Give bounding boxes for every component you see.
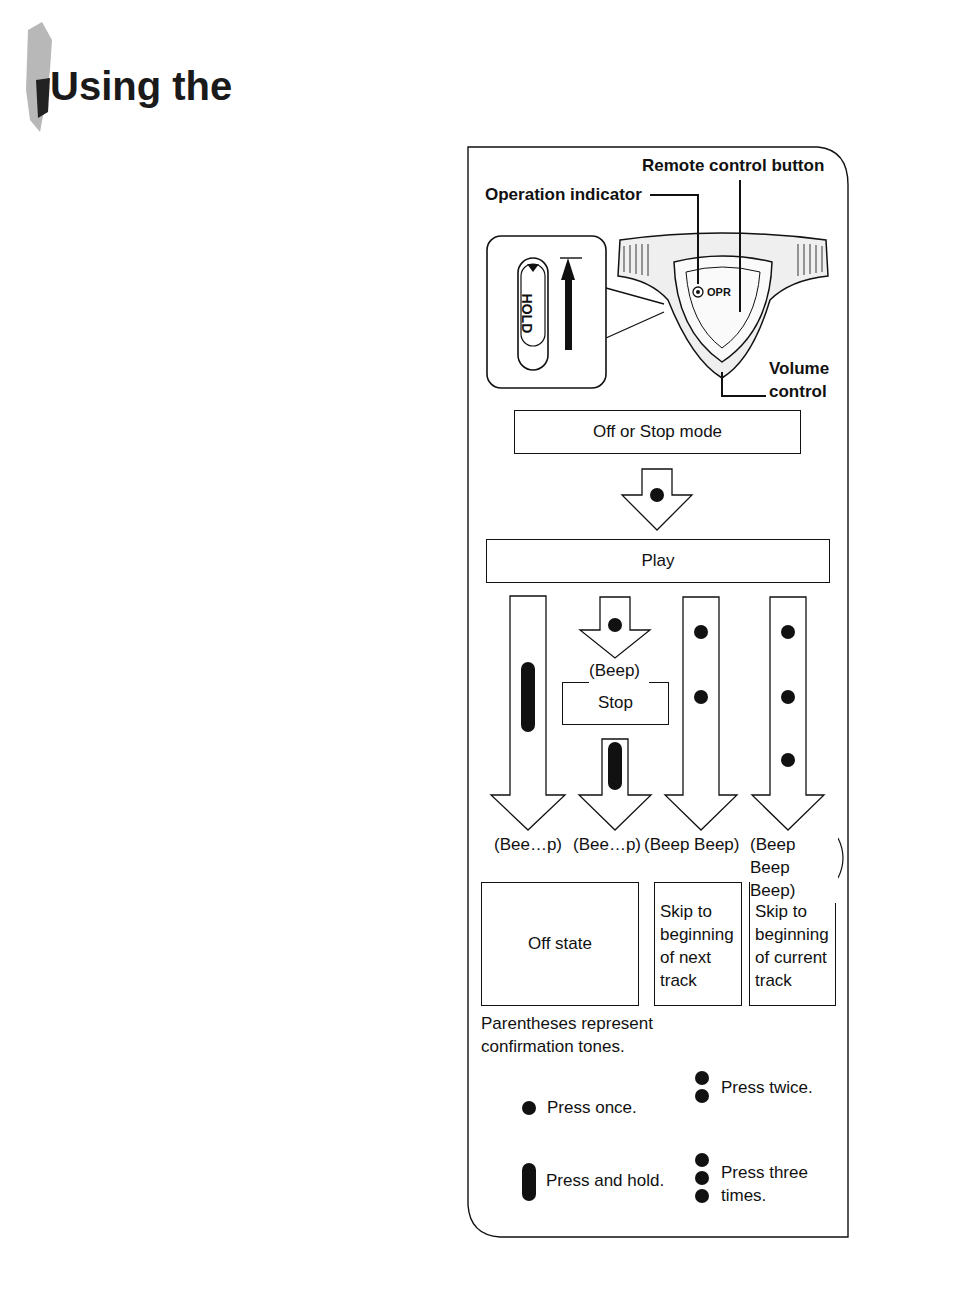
hollow-arrow [752,597,824,830]
legend-symbol [522,1163,536,1201]
legend-symbol [522,1101,536,1115]
tone-label: (Bee…p) [573,834,643,857]
hollow-arrow [580,597,650,658]
tone-label: (Beep) [589,660,649,683]
part-label: OPR [707,285,731,300]
legend-text: Press and hold. [546,1170,664,1193]
state-box: Off state [481,882,639,1006]
state-box: Stop [562,682,669,725]
box-text: Skip to beginning of next track [660,901,736,993]
tone-label: (Beep Beep) [644,834,744,857]
part-label: Volume control [769,358,839,404]
hollow-arrow [665,597,737,830]
box-text: Stop [598,692,633,715]
legend-symbol [695,1153,709,1203]
legend-text: Press twice. [721,1077,813,1100]
state-box: Skip to beginning of next track [654,882,742,1006]
tone-label: (Beep Beep Beep) [750,834,838,903]
part-label: Parentheses represent confirmation tones… [481,1013,681,1059]
part-label: Remote control button [642,155,824,178]
tone-label: (Bee…p) [494,834,574,857]
state-box: Off or Stop mode [514,410,801,454]
box-text: Off state [528,933,592,956]
state-box: Play [486,539,830,583]
hollow-arrow [579,739,651,830]
legend-text: Press three times. [721,1162,821,1208]
hollow-arrow [622,469,692,530]
legend-symbol [695,1071,709,1103]
page-heading: Using the [50,66,232,106]
hollow-arrow [491,596,565,830]
box-text: Play [641,550,674,573]
part-label: Operation indicator [485,184,642,207]
box-text: Off or Stop mode [593,421,722,444]
part-label: HOLD [517,294,536,334]
box-text: Skip to beginning of current track [755,901,830,993]
legend-text: Press once. [547,1097,637,1120]
